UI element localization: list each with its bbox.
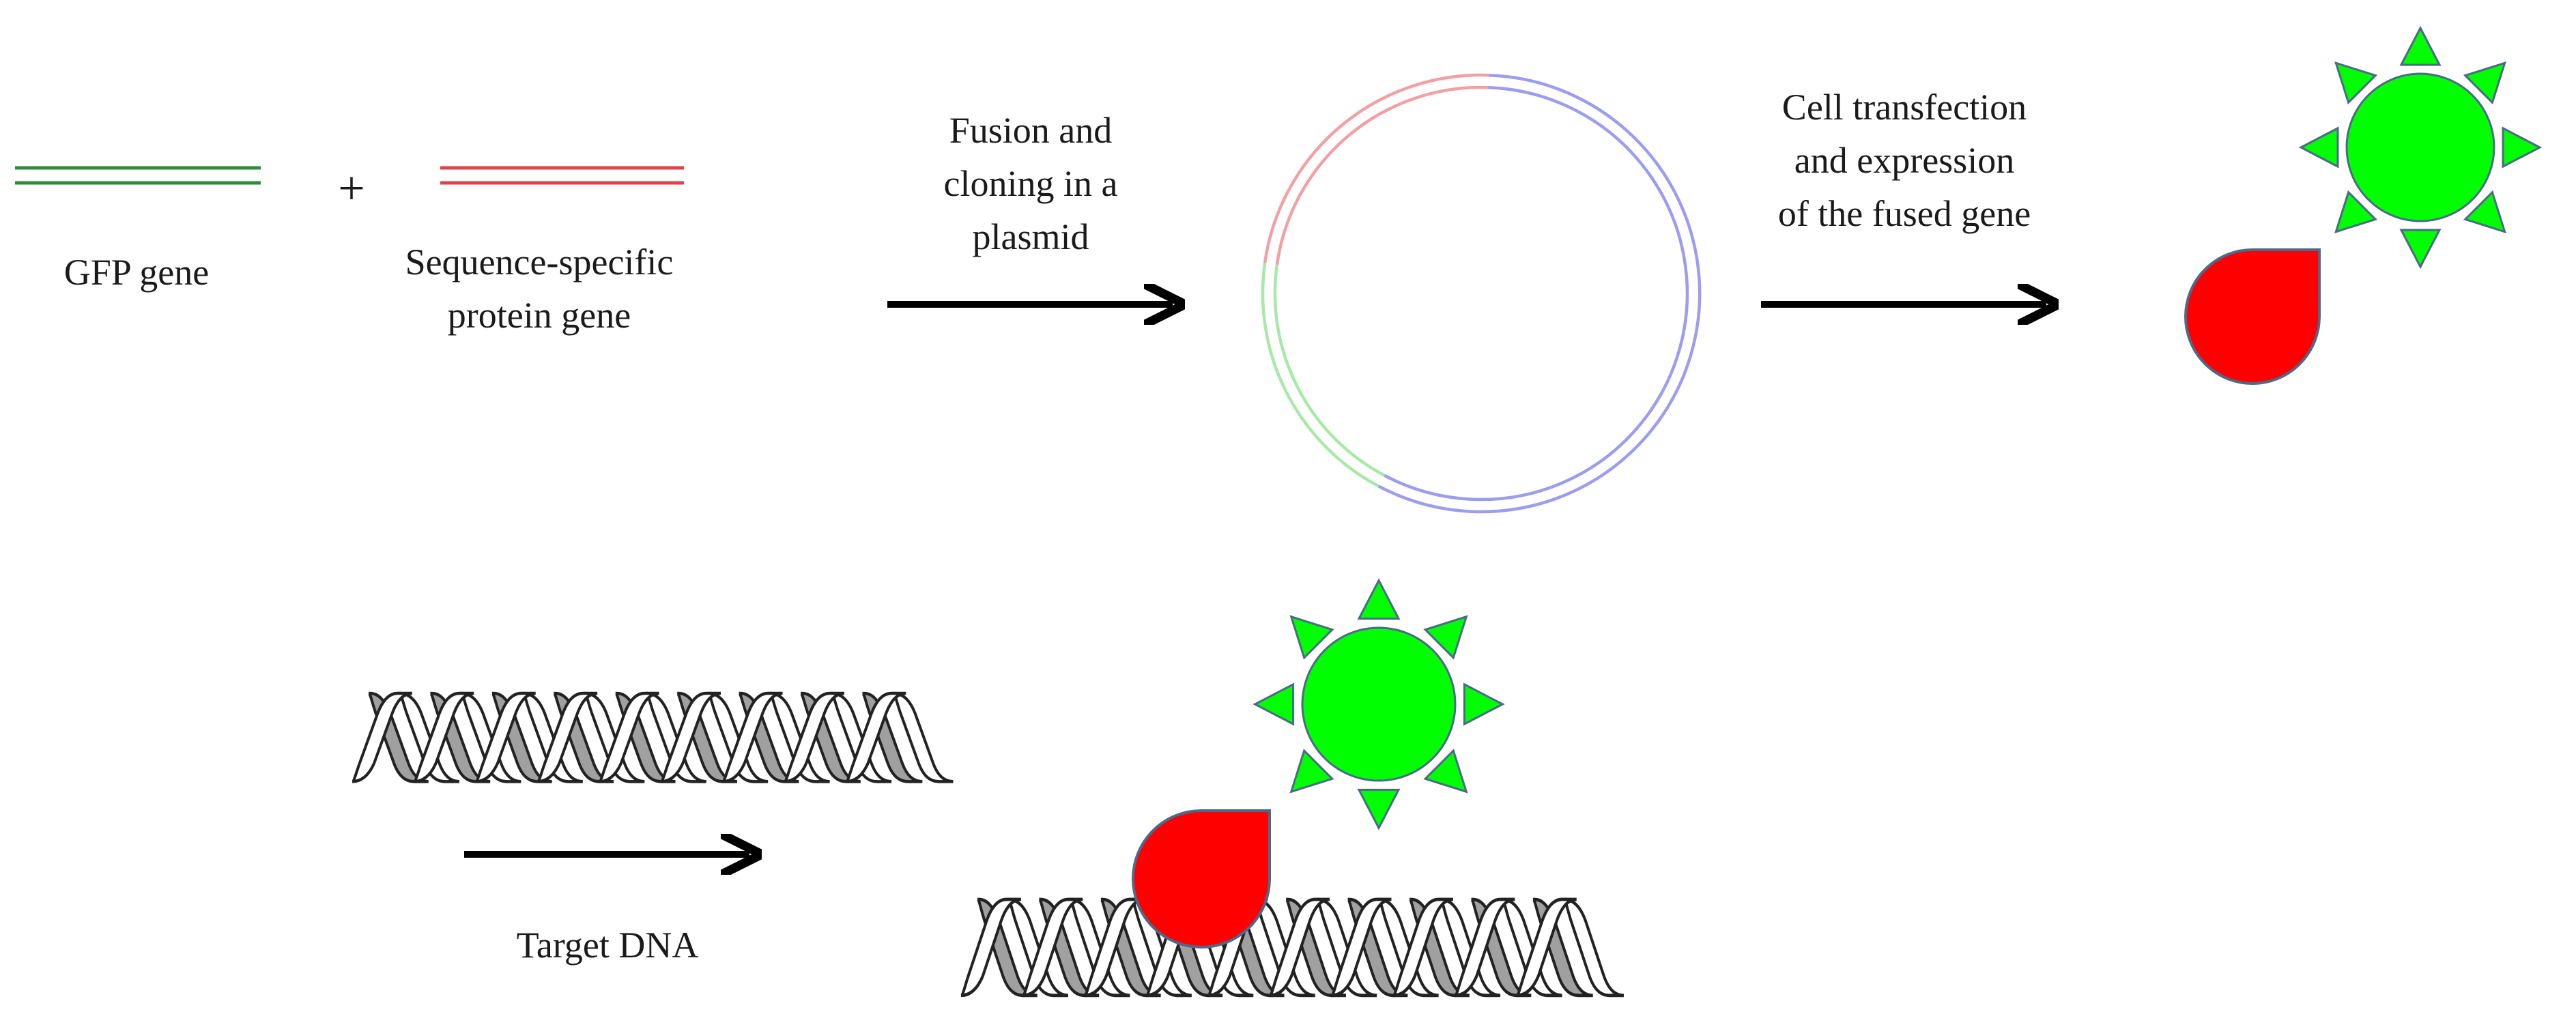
- sequence-protein-gene-label: Sequence-specific protein gene: [405, 242, 674, 336]
- sun-ray-icon: [2463, 61, 2506, 105]
- target-dna-helix: [352, 693, 953, 781]
- sun-ray-icon: [1423, 749, 1468, 794]
- fusion-protein-expressed: [2184, 25, 2543, 385]
- gfp-gene-strand: [15, 166, 261, 185]
- gfp-fluorophore-icon: [2345, 72, 2495, 222]
- sun-ray-icon: [1289, 749, 1334, 794]
- plasmid-segment-backbone: [1384, 85, 1689, 502]
- sun-ray-icon: [2502, 126, 2543, 169]
- circular-plasmid-icon: [1261, 73, 1702, 514]
- gfp-gene-label: GFP gene: [63, 252, 210, 293]
- sun-ray-icon: [2399, 25, 2442, 66]
- dna-binding-protein-icon: [2184, 248, 2321, 385]
- sun-ray-icon: [1357, 578, 1401, 620]
- cell-transfection-label: Cell transfection and expression of the …: [1777, 87, 2031, 234]
- sun-ray-icon: [1423, 615, 1468, 660]
- plasmid-segment-protein: [1263, 73, 1489, 263]
- fusion-cloning-label: Fusion and cloning in a plasmid: [943, 110, 1118, 257]
- plasmid-segment-gfp: [1261, 263, 1379, 488]
- sun-ray-icon: [2334, 61, 2378, 105]
- plasmid-segment-gfp: [1273, 264, 1386, 477]
- sun-ray-icon: [1289, 615, 1334, 660]
- protein-gene-strand: [440, 166, 684, 185]
- sun-ray-icon: [2463, 190, 2506, 233]
- sun-ray-icon: [1253, 682, 1295, 726]
- fusion-protein-bound: [1132, 578, 1505, 948]
- sun-ray-icon: [2298, 126, 2339, 169]
- sun-ray-icon: [2399, 229, 2442, 270]
- gfp-fluorophore-icon: [1301, 626, 1457, 782]
- sun-ray-icon: [1463, 682, 1505, 726]
- plasmid-segment-backbone: [1377, 73, 1702, 514]
- plasmid-segment-protein: [1275, 85, 1489, 265]
- target-dna-label: Target DNA: [516, 925, 699, 966]
- plus-sign: +: [338, 162, 365, 215]
- sun-ray-icon: [2334, 190, 2378, 233]
- sun-ray-icon: [1357, 788, 1401, 830]
- dna-binding-protein-icon: [1132, 809, 1271, 948]
- bound-dna-helix: [961, 899, 1624, 996]
